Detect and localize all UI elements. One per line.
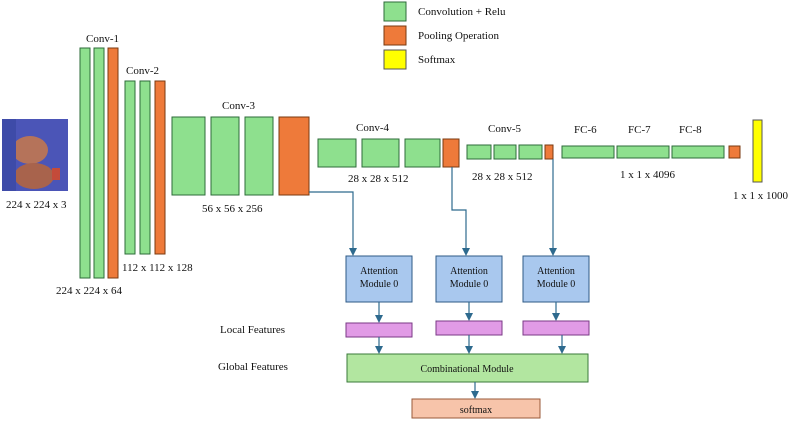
conv5-pool — [544, 144, 554, 160]
conv4-title: Conv-4 — [356, 122, 390, 134]
softmax-box-label: softmax — [460, 405, 492, 416]
conv4-layer-a — [317, 138, 357, 168]
softmax-box — [411, 398, 541, 419]
local-features-label: Local Features — [220, 324, 285, 336]
conv4-layer-b — [361, 138, 400, 168]
legend-label-pool: Pooling Operation — [418, 30, 499, 42]
conv2-pool — [154, 80, 166, 255]
conv1-title: Conv-1 — [86, 33, 119, 45]
fc6-layer — [561, 145, 615, 159]
arrow-conv4-to-attention-2 — [451, 167, 470, 256]
attention-module-3-line1: Attention — [537, 266, 575, 277]
conv1-layer-a — [79, 47, 91, 279]
conv5-layer-b — [493, 144, 517, 160]
attention-module-1-line2: Module 0 — [360, 279, 399, 290]
conv5-layer-a — [466, 144, 492, 160]
fc-pool — [728, 145, 741, 159]
conv2-title: Conv-2 — [126, 65, 159, 77]
conv2-size-label: 112 x 112 x 128 — [122, 262, 193, 274]
conv3-layer-c — [244, 116, 274, 196]
conv2-layer-a — [124, 80, 136, 255]
fc7-title: FC-7 — [628, 124, 651, 136]
fc-size-label: 1 x 1 x 4096 — [620, 169, 676, 181]
fc8-layer — [671, 145, 725, 159]
fc7-layer — [616, 145, 670, 159]
global-features-label: Global Features — [218, 361, 288, 373]
conv3-title: Conv-3 — [222, 100, 256, 112]
attention-module-2-line2: Module 0 — [450, 279, 489, 290]
arrow-conv3-to-attention-1 — [309, 191, 357, 256]
conv5-size-label: 28 x 28 x 512 — [472, 171, 533, 183]
legend-label-softmax: Softmax — [418, 54, 456, 66]
legend-swatch-conv — [383, 1, 407, 22]
conv1-layer-b — [93, 47, 105, 279]
conv1-size-label: 224 x 224 x 64 — [56, 285, 123, 297]
fc6-title: FC-6 — [574, 124, 597, 136]
combinational-module — [346, 353, 589, 383]
attention-module-3-line2: Module 0 — [537, 279, 576, 290]
conv3-pool — [278, 116, 310, 196]
conv2-layer-b — [139, 80, 151, 255]
conv3-layer-b — [210, 116, 240, 196]
input-size-label: 224 x 224 x 3 — [6, 199, 67, 211]
attention-module-1 — [345, 255, 413, 303]
conv1-pool — [107, 47, 119, 279]
conv3-layer-a — [171, 116, 206, 196]
conv5-layer-c — [518, 144, 543, 160]
combinational-module-label: Combinational Module — [420, 364, 514, 375]
legend-swatch-softmax — [383, 49, 407, 70]
conv5-title: Conv-5 — [488, 123, 522, 135]
local-feature-3 — [522, 320, 590, 336]
output-size-label: 1 x 1 x 1000 — [733, 190, 789, 202]
legend-label-conv: Convolution + Relu — [418, 6, 506, 18]
local-feature-2 — [435, 320, 503, 336]
attention-module-3 — [522, 255, 590, 303]
conv4-pool — [442, 138, 460, 168]
input-image — [2, 119, 68, 191]
conv4-layer-c — [404, 138, 441, 168]
softmax-layer — [752, 119, 763, 183]
legend-swatch-pool — [383, 25, 407, 46]
attention-module-1-line1: Attention — [360, 266, 398, 277]
conv4-size-label: 28 x 28 x 512 — [348, 173, 409, 185]
fc8-title: FC-8 — [679, 124, 702, 136]
local-feature-1 — [345, 322, 413, 338]
attention-module-2-line1: Attention — [450, 266, 488, 277]
conv3-size-label: 56 x 56 x 256 — [202, 203, 263, 215]
